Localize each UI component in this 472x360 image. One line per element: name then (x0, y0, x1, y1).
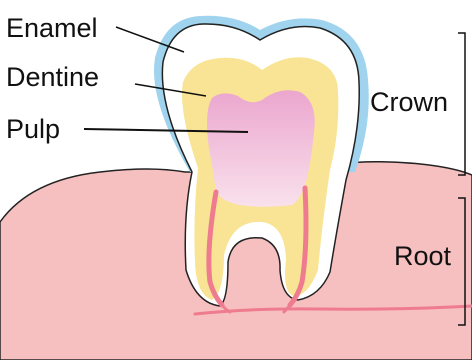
crown-label: Crown (370, 87, 448, 117)
enamel-label: Enamel (6, 13, 98, 43)
pulp-chamber (207, 90, 315, 207)
root-label: Root (394, 241, 451, 271)
crown-bracket (458, 33, 465, 175)
pulp-label: Pulp (6, 114, 60, 144)
dentine-label: Dentine (6, 62, 99, 92)
